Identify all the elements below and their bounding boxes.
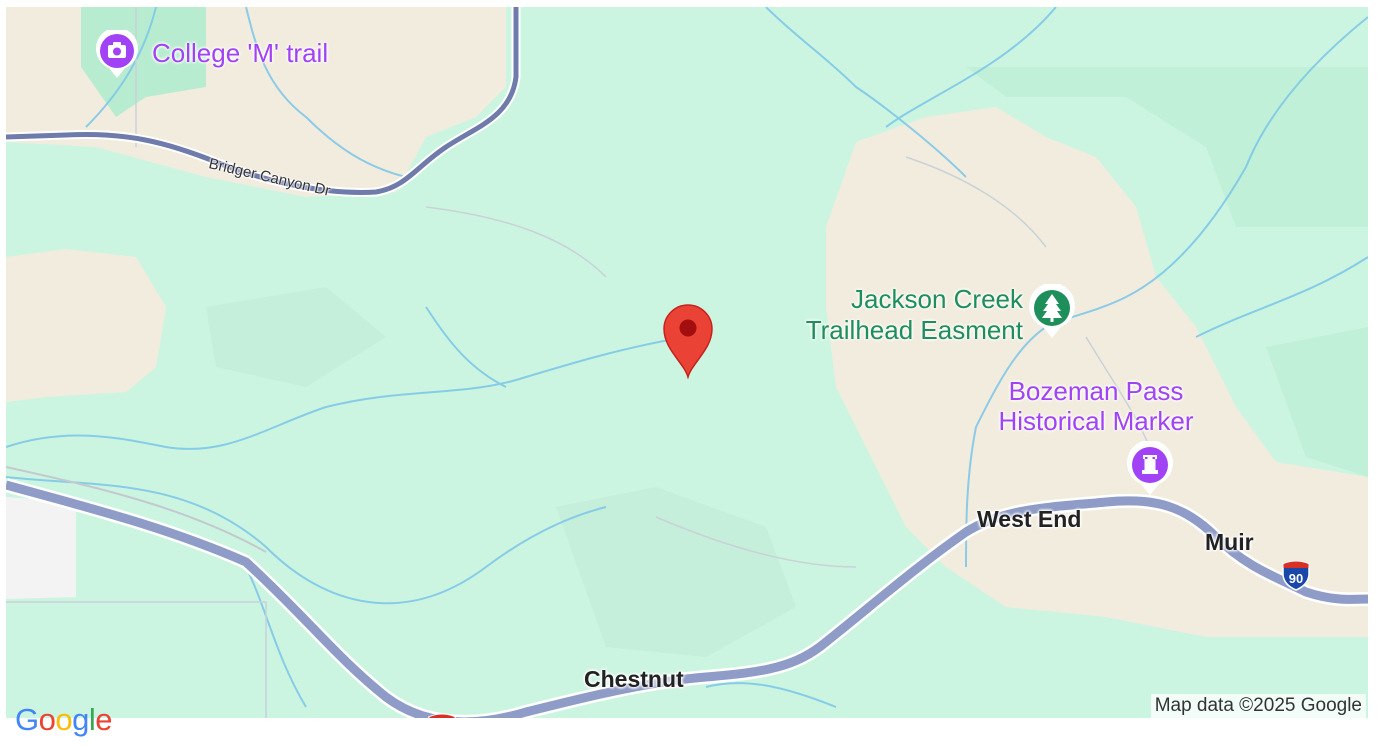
logo-letter-l: l [88,702,96,737]
poi-label-bozeman-pass-line2: Historical Marker [998,406,1194,436]
poi-label-college-m-trail[interactable]: College 'M' trail [152,38,329,68]
tree-icon[interactable] [1026,284,1078,340]
railway-line [6,466,267,553]
terrain-shade-1 [556,487,796,657]
terrain-shade-2 [206,287,386,387]
poi-label-jackson-creek-line2: Trailhead Easment [805,315,1023,345]
map-attribution[interactable]: Map data ©2025 Google [1150,694,1366,718]
poi-label-jackson-creek[interactable]: Jackson Creek Trailhead Easment [777,284,1023,346]
urban-area-southwest [6,497,76,599]
poi-label-jackson-creek-line1: Jackson Creek [851,284,1023,314]
park-area-northeast [966,67,1368,227]
map-base-layer [6,7,1368,718]
map-canvas[interactable]: Bridger Canyon Dr College 'M' trail Jack… [6,7,1368,718]
place-label-chestnut[interactable]: Chestnut [584,666,684,692]
logo-letter-e: e [95,702,113,737]
logo-letter-o1: o [38,702,56,737]
camera-icon[interactable] [94,30,140,80]
logo-letter-g1: G [15,702,39,737]
logo-letter-g2: g [72,702,89,737]
monument-icon[interactable] [1124,441,1176,497]
place-label-muir[interactable]: Muir [1205,529,1254,555]
poi-label-bozeman-pass-line1: Bozeman Pass [1008,376,1184,406]
place-label-west-end[interactable]: West End [977,506,1082,532]
google-logo[interactable]: Google [15,702,113,738]
interstate-shield-icon-2: 90 [428,713,456,718]
waterways [6,7,1368,708]
land-area-east [826,107,1368,637]
interstate-shield-icon: 90 [1282,560,1310,591]
location-pin-icon[interactable] [658,299,718,379]
logo-letter-o2: o [55,702,73,737]
land-area-west [6,249,166,402]
interstate-shield-number: 90 [1289,571,1303,586]
poi-label-bozeman-pass[interactable]: Bozeman Pass Historical Marker [976,376,1216,436]
park-area-east-middle [1266,327,1368,477]
